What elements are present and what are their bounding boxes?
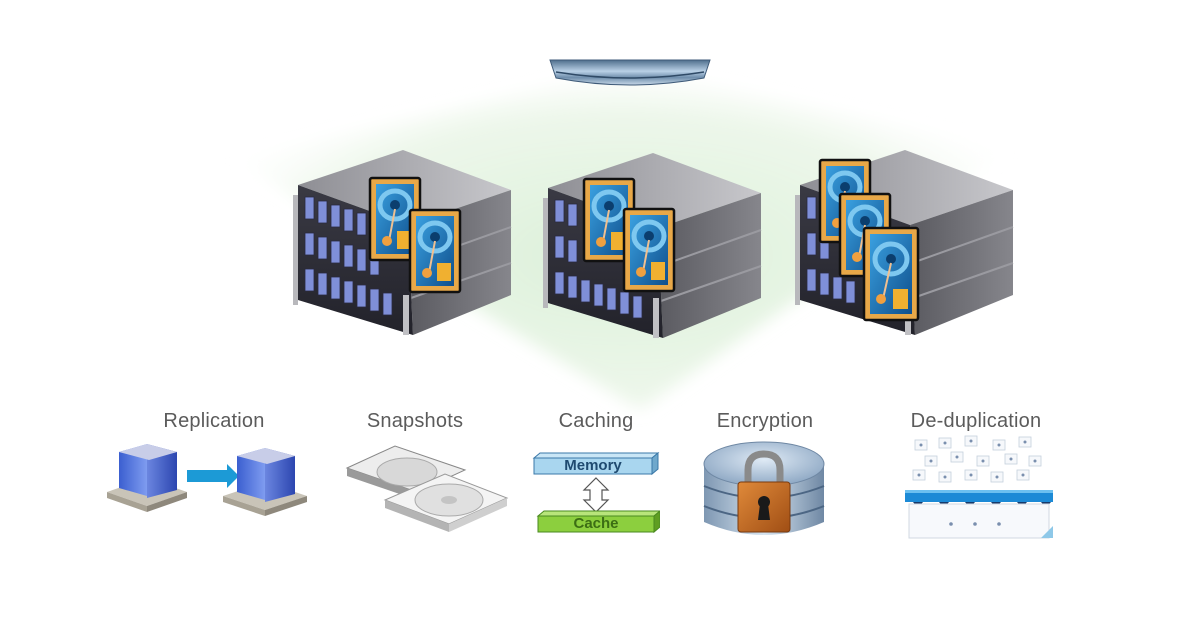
storage-server-1	[283, 145, 523, 345]
hard-disk-icon	[862, 226, 920, 322]
storage-pool-disk-icon	[549, 59, 711, 86]
padlock-database-icon	[703, 441, 825, 535]
deduplication-filter-icon	[905, 435, 1053, 539]
feature-label-replication: Replication	[163, 410, 265, 432]
hard-disk-icon	[408, 208, 462, 294]
feature-label-deduplication: De-duplication	[910, 410, 1042, 432]
storage-server-2	[533, 148, 773, 348]
memory-cache-icon: Memory Cache	[530, 452, 660, 537]
storage-server-3	[785, 145, 1025, 345]
feature-label-caching: Caching	[558, 410, 634, 432]
cache-label: Cache	[573, 515, 619, 532]
replication-buildings-icon	[107, 444, 307, 516]
hard-disk-icon	[622, 207, 676, 293]
feature-label-snapshots: Snapshots	[366, 410, 464, 432]
snapshot-disks-icon	[345, 445, 509, 532]
memory-label: Memory	[564, 457, 622, 474]
feature-label-encryption: Encryption	[716, 410, 814, 432]
